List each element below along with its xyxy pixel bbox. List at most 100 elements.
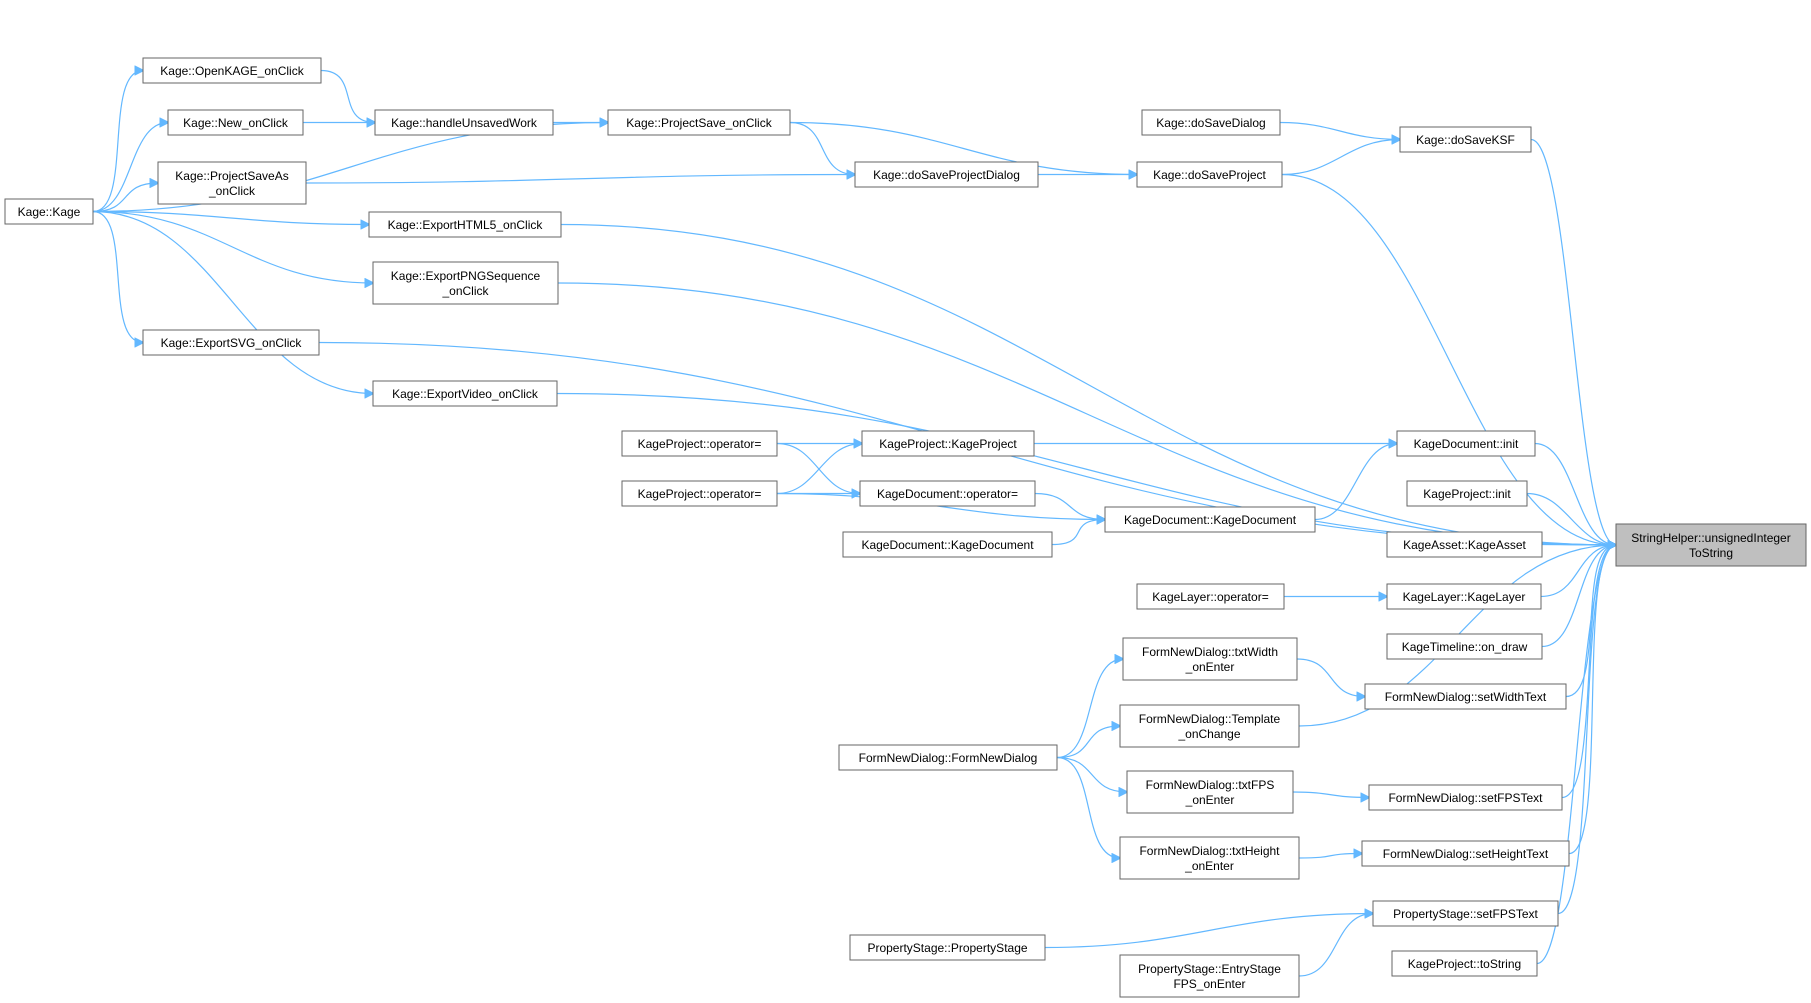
node-box bbox=[1119, 704, 1300, 748]
edge-kage-to-projsaveas bbox=[92, 183, 158, 213]
node-box bbox=[1141, 109, 1281, 136]
edge-exporthtml5-to-target bbox=[560, 223, 1616, 546]
node-box bbox=[854, 161, 1039, 188]
node-box bbox=[372, 380, 558, 407]
function-node[interactable]: FormNewDialog::setFPSText bbox=[1368, 784, 1563, 811]
function-node[interactable]: Kage::OpenKAGE_onClick bbox=[142, 57, 322, 84]
node-label: _onEnter bbox=[1185, 793, 1235, 807]
function-node[interactable]: PropertyStage::setFPSText bbox=[1372, 900, 1559, 927]
function-node[interactable]: FormNewDialog::FormNewDialog bbox=[838, 744, 1058, 771]
edge-kpopeq2-to-kpctor bbox=[776, 444, 862, 495]
edge-projsaveclick-to-dosaveprojdlg bbox=[789, 121, 855, 175]
node-box bbox=[1126, 770, 1294, 814]
function-node[interactable]: KageLayer::KageLayer bbox=[1386, 583, 1542, 610]
function-node[interactable]: KageDocument::KageDocument bbox=[1104, 506, 1316, 533]
node-label: KageProject::KageProject bbox=[879, 437, 1017, 451]
node-label: Kage::ExportPNGSequence bbox=[391, 269, 541, 283]
edge-fndtxtheight-to-fndsetheight bbox=[1298, 854, 1362, 859]
node-label: KageTimeline::on_draw bbox=[1402, 640, 1528, 654]
node-box bbox=[374, 109, 554, 136]
node-label: KageProject::init bbox=[1423, 487, 1511, 501]
node-box bbox=[861, 430, 1035, 457]
node-label: _onClick bbox=[441, 284, 489, 298]
node-label: FormNewDialog::txtWidth bbox=[1142, 645, 1278, 659]
edge-fndtxtfps-to-fndsetfps bbox=[1292, 791, 1369, 798]
edge-fnd-to-fndtxtfps bbox=[1056, 756, 1127, 793]
function-node[interactable]: Kage::ExportHTML5_onClick bbox=[368, 211, 562, 238]
node-box bbox=[1104, 506, 1316, 533]
function-node[interactable]: Kage::ProjectSaveAs_onClick bbox=[157, 161, 307, 205]
edge-kpopeq1-to-kdopeq bbox=[776, 442, 860, 494]
node-box bbox=[1136, 583, 1285, 610]
node-label: Kage::ExportVideo_onClick bbox=[392, 387, 539, 401]
function-node[interactable]: KageTimeline::on_draw bbox=[1386, 633, 1543, 660]
edge-klctor-to-target bbox=[1540, 545, 1616, 598]
function-node[interactable]: FormNewDialog::txtHeight_onEnter bbox=[1119, 836, 1300, 880]
node-box bbox=[1386, 531, 1543, 558]
function-node[interactable]: FormNewDialog::txtWidth_onEnter bbox=[1122, 637, 1298, 681]
edge-kage-to-newclick bbox=[92, 123, 168, 213]
node-box bbox=[1399, 126, 1532, 153]
edge-kdctor2-to-kdinit bbox=[1314, 444, 1397, 521]
function-node[interactable]: Kage::doSaveKSF bbox=[1399, 126, 1532, 153]
node-label: KageDocument::KageDocument bbox=[861, 538, 1034, 552]
function-node[interactable]: KageProject::operator= bbox=[621, 430, 778, 457]
function-node[interactable]: Kage::doSaveDialog bbox=[1141, 109, 1281, 136]
function-node[interactable]: KageDocument::init bbox=[1396, 430, 1536, 457]
edge-kdinit-to-target bbox=[1534, 442, 1616, 546]
function-node[interactable]: KageDocument::KageDocument bbox=[842, 531, 1053, 558]
node-label: KageProject::toString bbox=[1408, 957, 1521, 971]
function-node[interactable]: Kage::ExportVideo_onClick bbox=[372, 380, 558, 407]
edge-psctor-to-pssetfps bbox=[1044, 914, 1373, 949]
node-label: KageProject::operator= bbox=[638, 437, 762, 451]
node-box bbox=[167, 109, 304, 136]
function-node[interactable]: Kage::doSaveProjectDialog bbox=[854, 161, 1039, 188]
node-label: _onClick bbox=[208, 184, 256, 198]
node-label: FormNewDialog::setFPSText bbox=[1388, 791, 1543, 805]
function-node[interactable]: KageLayer::operator= bbox=[1136, 583, 1285, 610]
edge-kage-to-exportvideo bbox=[92, 210, 373, 394]
edge-fnd-to-fndtxtwidth bbox=[1056, 659, 1123, 759]
node-label: ToString bbox=[1689, 546, 1733, 560]
function-node[interactable]: FormNewDialog::setWidthText bbox=[1364, 683, 1567, 710]
edge-kdctor1-to-kdctor2 bbox=[1051, 520, 1105, 546]
function-node[interactable]: FormNewDialog::txtFPS_onEnter bbox=[1126, 770, 1294, 814]
node-label: FormNewDialog::txtFPS bbox=[1146, 778, 1275, 792]
node-box bbox=[1364, 683, 1567, 710]
function-node[interactable]: FormNewDialog::Template_onChange bbox=[1119, 704, 1300, 748]
function-node[interactable]: Kage::ExportPNGSequence_onClick bbox=[372, 261, 559, 305]
node-label: FormNewDialog::Template bbox=[1139, 712, 1281, 726]
node-box bbox=[4, 198, 94, 225]
function-node[interactable]: Kage::ExportSVG_onClick bbox=[142, 329, 320, 356]
function-node[interactable]: Kage::Kage bbox=[4, 198, 94, 225]
function-node[interactable]: Kage::ProjectSave_onClick bbox=[607, 109, 791, 136]
edge-kpinit-to-target bbox=[1526, 492, 1616, 546]
edge-projsaveas-to-dosaveprojdlg bbox=[305, 175, 855, 184]
function-node[interactable]: KageProject::init bbox=[1406, 480, 1528, 507]
edge-projsaveclick-to-dosaveproject bbox=[789, 121, 1137, 175]
node-label: Kage::ExportSVG_onClick bbox=[161, 336, 303, 350]
node-box bbox=[621, 480, 778, 507]
function-node[interactable]: PropertyStage::PropertyStage bbox=[849, 934, 1046, 961]
node-label: PropertyStage::EntryStage bbox=[1138, 962, 1281, 976]
function-node[interactable]: KageAsset::KageAsset bbox=[1386, 531, 1543, 558]
node-label: Kage::handleUnsavedWork bbox=[391, 116, 538, 130]
function-node[interactable]: Kage::New_onClick bbox=[167, 109, 304, 136]
function-node[interactable]: KageProject::toString bbox=[1391, 950, 1538, 977]
function-node[interactable]: Kage::handleUnsavedWork bbox=[374, 109, 554, 136]
function-node[interactable]: Kage::doSaveProject bbox=[1136, 161, 1283, 188]
function-node[interactable]: KageDocument::operator= bbox=[859, 480, 1036, 507]
function-node[interactable]: FormNewDialog::setHeightText bbox=[1361, 840, 1570, 867]
function-node[interactable]: KageProject::KageProject bbox=[861, 430, 1035, 457]
node-box bbox=[372, 261, 559, 305]
edge-dosaveproject-to-dosaveksf bbox=[1281, 140, 1400, 176]
edge-fndsetfps-to-target bbox=[1561, 545, 1616, 799]
node-box bbox=[1386, 633, 1543, 660]
node-box bbox=[1368, 784, 1563, 811]
node-label: PropertyStage::PropertyStage bbox=[867, 941, 1027, 955]
node-box bbox=[849, 934, 1046, 961]
node-label: KageLayer::operator= bbox=[1152, 590, 1268, 604]
function-node[interactable]: KageProject::operator= bbox=[621, 480, 778, 507]
